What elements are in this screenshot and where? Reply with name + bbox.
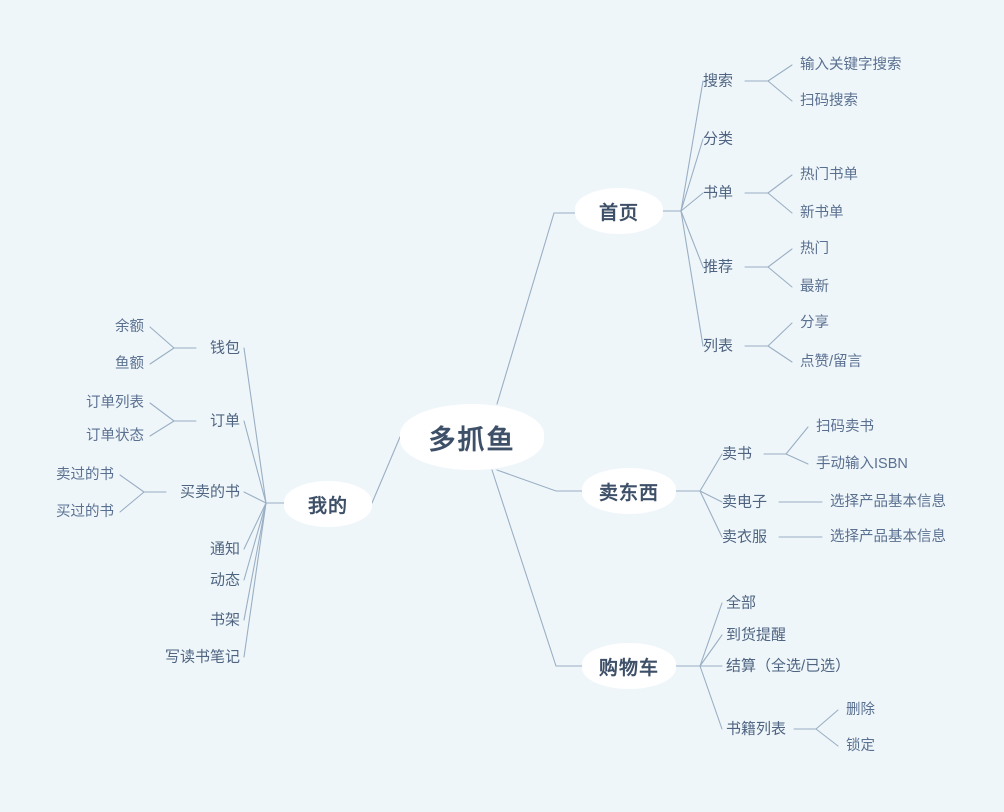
node-qianbao[interactable]: 钱包 [209,339,240,357]
leaf-xuanze-chanpin-jiben-xinxi-yifu[interactable]: 选择产品基本信息 [830,528,946,545]
leaf-dingdan-liebiao[interactable]: 订单列表 [86,394,144,411]
node-fenlei[interactable]: 分类 [703,130,734,148]
node-shujia[interactable]: 书架 [209,611,240,629]
node-xie-dushu-biji[interactable]: 写读书笔记 [164,648,240,666]
node-quanbu[interactable]: 全部 [726,594,757,612]
leaf-saoma-maishu[interactable]: 扫码卖书 [816,418,874,435]
node-dingdan[interactable]: 订单 [209,412,240,430]
leaf-tuijian-remen[interactable]: 热门 [800,240,829,257]
branch-node-maidongxi[interactable]: 卖东西 [582,468,676,514]
node-sousuo[interactable]: 搜索 [703,72,734,90]
leaf-fenxiang[interactable]: 分享 [800,314,829,331]
leaf-xuanze-chanpin-jiben-xinxi-dianzi[interactable]: 选择产品基本信息 [830,493,946,510]
branch-node-gouwuche[interactable]: 购物车 [582,643,676,689]
node-maidianzi[interactable]: 卖电子 [722,493,768,511]
node-shuji-liebiao[interactable]: 书籍列表 [726,720,787,738]
node-dongtai[interactable]: 动态 [209,571,240,589]
leaf-remen-shudan[interactable]: 热门书单 [800,166,858,183]
node-maishu[interactable]: 卖书 [722,445,753,463]
leaf-maiguo-de-shu-sold[interactable]: 卖过的书 [56,466,114,483]
leaf-yu-e[interactable]: 鱼额 [115,355,144,372]
node-tongzhi[interactable]: 通知 [209,540,240,558]
branch-node-wode[interactable]: 我的 [284,481,372,527]
node-daohuo-tixing[interactable]: 到货提醒 [726,626,787,644]
leaf-suoding[interactable]: 锁定 [846,737,875,754]
root-node-duozhuayu[interactable]: 多抓鱼 [400,404,544,470]
leaf-shuru-guanjianzi-sousuo[interactable]: 输入关键字搜索 [800,56,902,73]
leaf-shanchu[interactable]: 删除 [846,701,875,718]
leaf-yue[interactable]: 余额 [115,318,144,335]
leaf-shoudong-shuru-isbn[interactable]: 手动输入ISBN [816,455,908,472]
leaf-dingdan-zhuangtai[interactable]: 订单状态 [86,427,144,444]
leaf-dianzan-liuyan[interactable]: 点赞/留言 [800,353,863,370]
leaf-maiguo-de-shu-bought[interactable]: 买过的书 [56,503,114,520]
branch-node-shouye[interactable]: 首页 [575,188,663,234]
node-tuijian[interactable]: 推荐 [703,258,734,276]
node-shudan[interactable]: 书单 [703,184,734,202]
leaf-saoma-sousuo[interactable]: 扫码搜索 [800,92,858,109]
node-maiyifu[interactable]: 卖衣服 [722,528,768,546]
leaf-tuijian-zuixin[interactable]: 最新 [800,278,829,295]
node-jiesuan[interactable]: 结算（全选/已选） [726,657,851,675]
node-liebiao[interactable]: 列表 [703,337,734,355]
node-maimai-de-shu[interactable]: 买卖的书 [179,483,240,501]
leaf-xin-shudan[interactable]: 新书单 [800,204,844,221]
